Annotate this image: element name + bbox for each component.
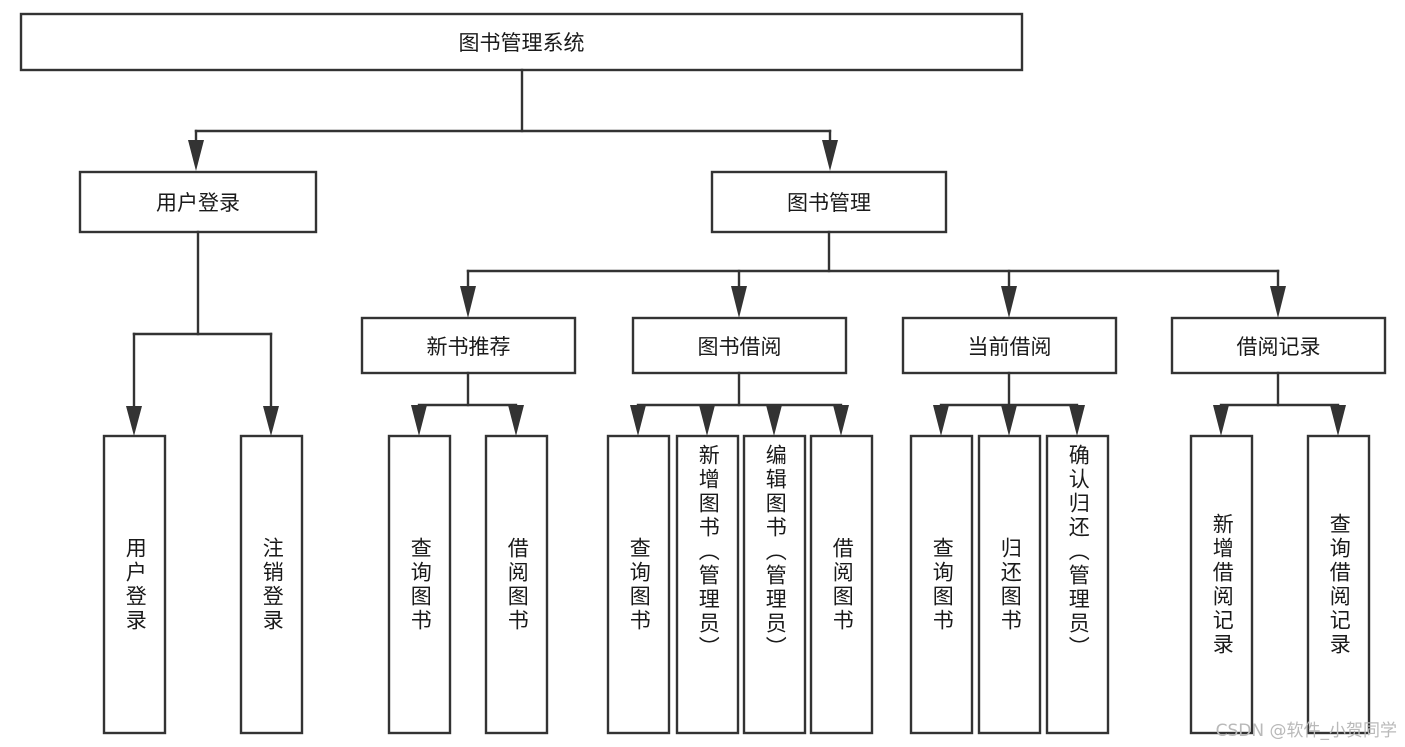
node-leaf-confirm-return-box[interactable] — [1045, 434, 1110, 735]
arrow-head-cb-child-2 — [1001, 405, 1017, 436]
node-book-borrow-box[interactable] — [631, 316, 848, 375]
node-leaf-add-record-box[interactable] — [1189, 434, 1254, 735]
node-root-box[interactable] — [19, 12, 1024, 72]
node-leaf-logout-box[interactable] — [239, 434, 304, 735]
arrow-head-leaf-logout — [263, 406, 279, 436]
arrow-head-new-book-recommend — [460, 286, 476, 318]
node-leaf-borrow-book-1-box[interactable] — [484, 434, 549, 735]
arrow-head-br-child-1 — [1213, 405, 1229, 436]
node-book-management-box[interactable] — [710, 170, 948, 234]
node-leaf-return-book-box[interactable] — [977, 434, 1042, 735]
node-leaf-query-book-2-box[interactable] — [606, 434, 671, 735]
node-leaf-edit-book-box[interactable] — [742, 434, 807, 735]
arrow-head-user-login — [188, 140, 204, 171]
node-borrow-record-box[interactable] — [1170, 316, 1387, 375]
arrow-head-cb-child-3 — [1069, 405, 1085, 436]
node-leaf-add-book-box[interactable] — [675, 434, 740, 735]
arrow-head-nbr-child-2 — [508, 405, 524, 436]
arrow-head-nbr-child-1 — [411, 405, 427, 436]
arrow-head-br-child-2 — [1330, 405, 1346, 436]
arrow-head-borrow-record — [1270, 286, 1286, 318]
node-leaf-query-book-3-box[interactable] — [909, 434, 974, 735]
node-new-book-recommend-box[interactable] — [360, 316, 577, 375]
arrow-head-leaf-user-login — [126, 406, 142, 436]
arrow-head-bb-child-1 — [630, 405, 646, 436]
arrow-head-bb-child-3 — [766, 405, 782, 436]
arrow-head-book-borrow — [731, 286, 747, 318]
arrow-head-cb-child-1 — [933, 405, 949, 436]
arrow-head-bb-child-2 — [699, 405, 715, 436]
node-leaf-user-login-box[interactable] — [102, 434, 167, 735]
arrow-head-bb-child-4 — [833, 405, 849, 436]
arrow-head-current-borrow — [1001, 286, 1017, 318]
node-leaf-borrow-book-2-box[interactable] — [809, 434, 874, 735]
node-leaf-query-record-box[interactable] — [1306, 434, 1371, 735]
node-user-login-box[interactable] — [78, 170, 318, 234]
node-leaf-query-book-1-box[interactable] — [387, 434, 452, 735]
arrow-head-book-management — [822, 140, 838, 171]
node-current-borrow-box[interactable] — [901, 316, 1118, 375]
